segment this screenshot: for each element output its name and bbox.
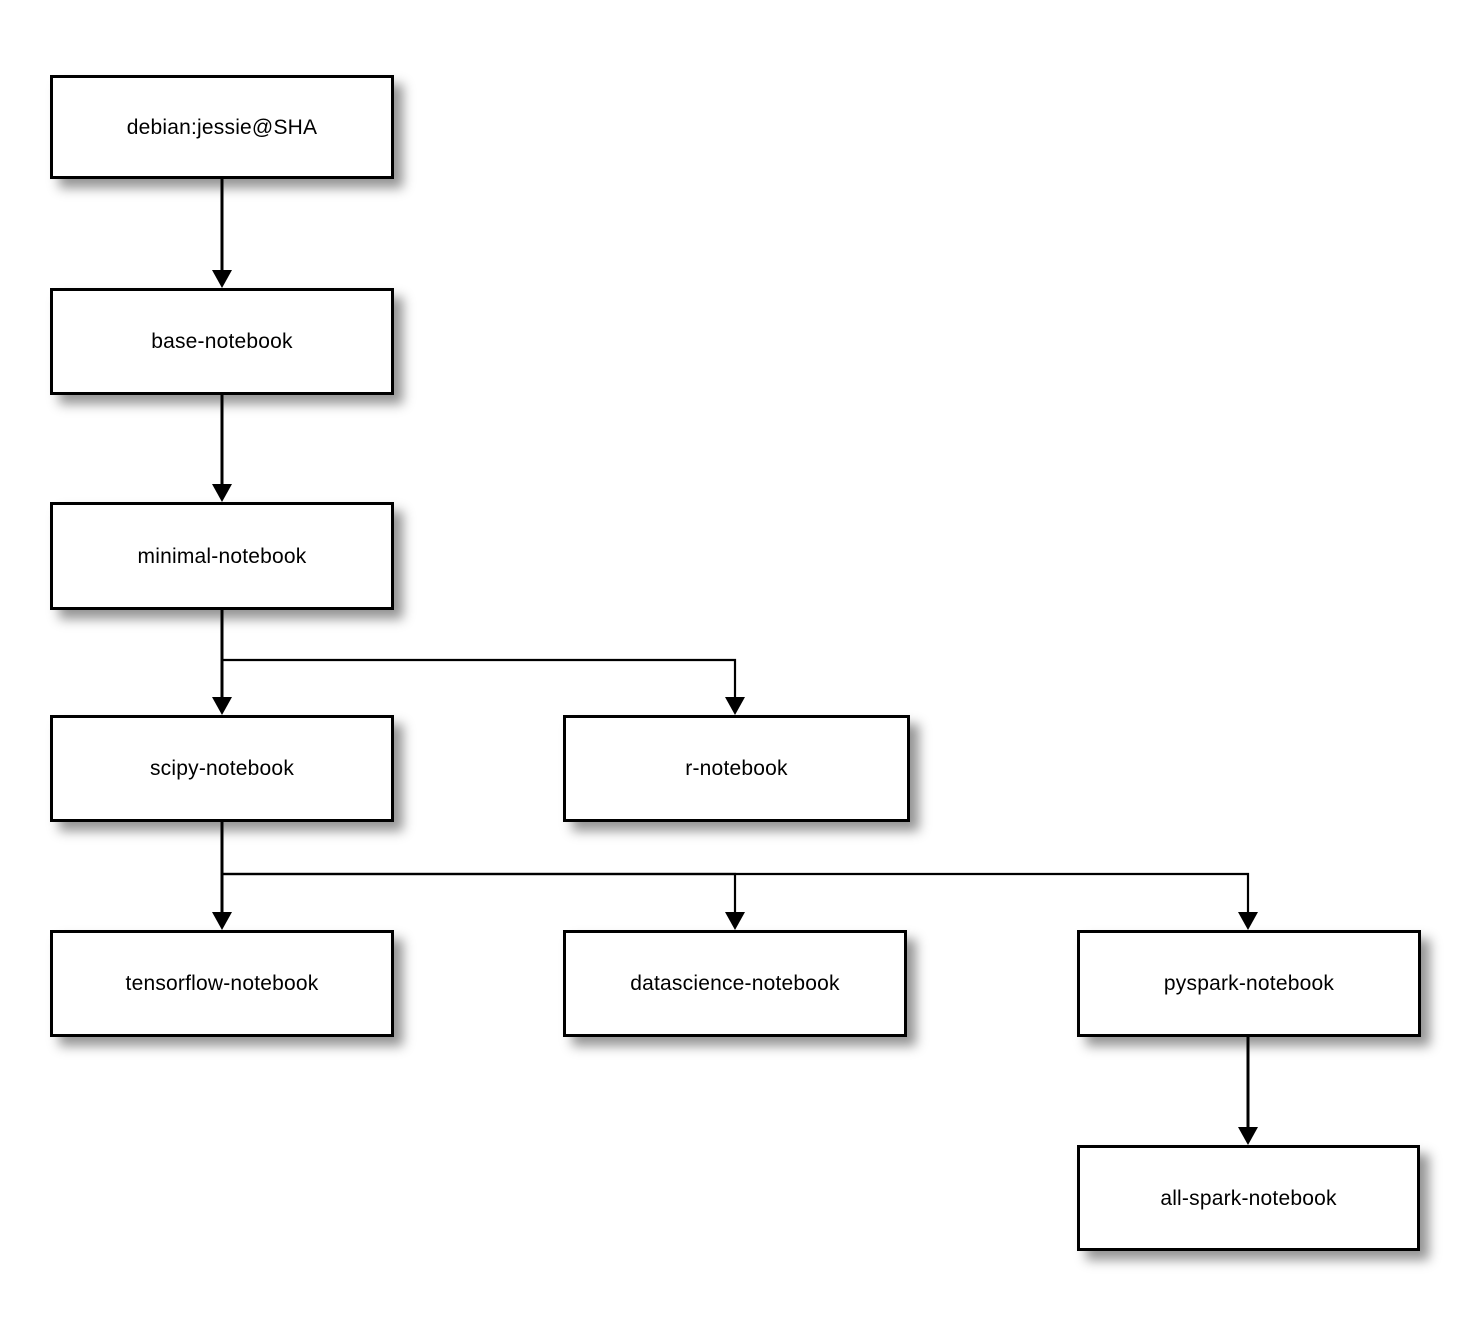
node-label-minimal-notebook: minimal-notebook (137, 544, 307, 568)
edge-pyspark-to-all-spark (1238, 1037, 1258, 1145)
node-debian[interactable]: debian:jessie@SHA (50, 75, 394, 179)
node-label-debian: debian:jessie@SHA (126, 115, 318, 139)
edge-minimal-to-scipy (212, 610, 232, 715)
node-tensorflow-notebook[interactable]: tensorflow-notebook (50, 930, 394, 1037)
edge-scipy-to-pyspark (222, 872, 1258, 930)
node-label-all-spark-notebook: all-spark-notebook (1160, 1186, 1337, 1210)
node-label-tensorflow-notebook: tensorflow-notebook (125, 972, 319, 995)
node-datascience-notebook[interactable]: datascience-notebook (563, 930, 907, 1037)
edge-debian-to-base (212, 179, 232, 288)
node-label-r-notebook: r-notebook (685, 757, 788, 780)
node-all-spark-notebook[interactable]: all-spark-notebook (1077, 1145, 1420, 1251)
node-scipy-notebook[interactable]: scipy-notebook (50, 715, 394, 822)
node-base-notebook[interactable]: base-notebook (50, 288, 394, 395)
node-r-notebook[interactable]: r-notebook (563, 715, 910, 822)
edge-scipy-to-tensorflow (212, 822, 232, 930)
edge-base-to-minimal (212, 395, 232, 502)
edge-scipy-to-datascience (222, 872, 745, 930)
edge-minimal-to-r-notebook (222, 658, 745, 715)
node-pyspark-notebook[interactable]: pyspark-notebook (1077, 930, 1421, 1037)
node-label-pyspark-notebook: pyspark-notebook (1163, 972, 1335, 995)
node-label-datascience-notebook: datascience-notebook (630, 972, 840, 995)
node-label-scipy-notebook: scipy-notebook (149, 757, 295, 780)
node-label-base-notebook: base-notebook (151, 330, 293, 353)
node-minimal-notebook[interactable]: minimal-notebook (50, 502, 394, 610)
